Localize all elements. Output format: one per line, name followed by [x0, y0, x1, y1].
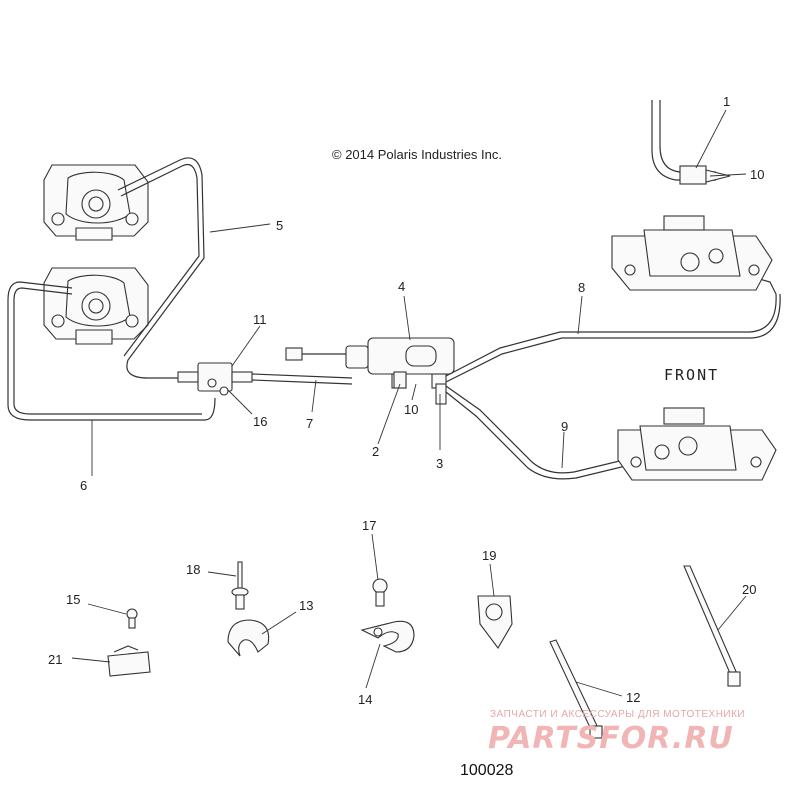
- callout-21: 21: [48, 652, 62, 667]
- clip-21[interactable]: [107, 645, 151, 677]
- callout-19: 19: [482, 548, 496, 563]
- callout-11: 11: [253, 312, 267, 327]
- callout-17: 17: [362, 518, 376, 533]
- callout-15: 15: [66, 592, 80, 607]
- callout-13: 13: [299, 598, 313, 613]
- clamp-14[interactable]: [360, 620, 415, 653]
- callout-20: 20: [742, 582, 756, 597]
- copyright-text: © 2014 Polaris Industries Inc.: [332, 147, 502, 162]
- front-caliper-upper[interactable]: [611, 215, 773, 291]
- watermark-tagline: ЗАПЧАСТИ И АКСЕССУАРЫ ДЛЯ МОТОТЕХНИКИ: [490, 709, 745, 720]
- callout-14: 14: [358, 692, 372, 707]
- brake-line-1[interactable]: [651, 100, 731, 185]
- cable-tie-20[interactable]: [683, 565, 741, 687]
- callout-3: 3: [436, 456, 443, 471]
- callout-8: 8: [578, 280, 585, 295]
- brake-line-9[interactable]: [445, 385, 641, 474]
- callout-1: 1: [723, 94, 730, 109]
- figure-number: 100028: [460, 762, 513, 779]
- bolt-17[interactable]: [372, 578, 388, 607]
- callout-10-lower: 10: [404, 402, 418, 417]
- rear-caliper-lower[interactable]: [43, 267, 149, 345]
- callout-10-top: 10: [750, 167, 764, 182]
- watermark: ЗАПЧАСТИ И АКСЕССУАРЫ ДЛЯ МОТОТЕХНИКИ PA…: [488, 709, 745, 756]
- callout-2: 2: [372, 444, 379, 459]
- brake-line-5[interactable]: [117, 157, 205, 379]
- leader-lines: [71, 109, 747, 697]
- brake-tee-block[interactable]: [177, 362, 253, 396]
- brake-switch-connector[interactable]: [285, 347, 346, 361]
- callout-5: 5: [276, 218, 283, 233]
- watermark-brand: PARTSFOR.RU: [488, 721, 734, 756]
- callout-12: 12: [626, 690, 640, 705]
- brake-line-8[interactable]: [445, 269, 777, 377]
- callout-6: 6: [80, 478, 87, 493]
- brake-line-7[interactable]: [251, 373, 353, 379]
- callout-9: 9: [561, 419, 568, 434]
- callout-4: 4: [398, 279, 405, 294]
- callout-18: 18: [186, 562, 200, 577]
- clamp-13[interactable]: [227, 619, 270, 657]
- brake-switch-3[interactable]: [435, 383, 447, 405]
- brake-line-6[interactable]: [7, 281, 216, 421]
- rivet-18[interactable]: [231, 561, 249, 610]
- callout-16: 16: [253, 414, 267, 429]
- front-caliper-lower[interactable]: [617, 407, 777, 481]
- cable-tie-12[interactable]: [549, 639, 603, 739]
- grommet-19[interactable]: [477, 595, 513, 649]
- callout-7: 7: [306, 416, 313, 431]
- front-direction-label: FRONT: [664, 366, 719, 384]
- callout-labels: 1 2 3 4 5 6 7 8 9 10 10 11 12 13 14 15 1…: [48, 94, 764, 707]
- screw-15[interactable]: [126, 608, 138, 629]
- banjo-bolt-2[interactable]: [393, 371, 407, 389]
- rear-caliper-upper[interactable]: [43, 164, 149, 241]
